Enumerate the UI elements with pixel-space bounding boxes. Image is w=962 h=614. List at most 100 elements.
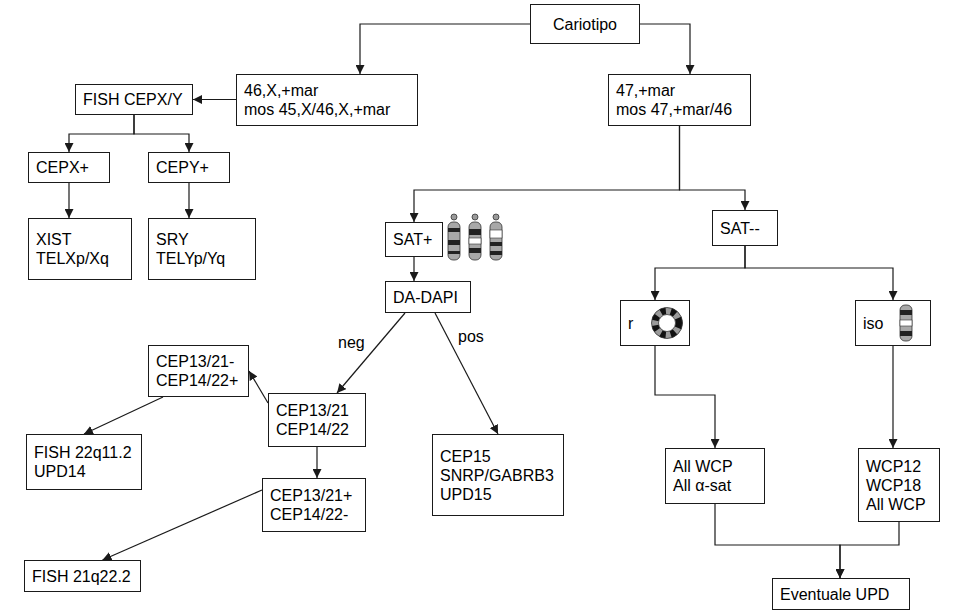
process-box: CEP13/21-CEP14/22+ [148,345,249,397]
box-text: All α-sat [673,476,731,495]
connector-arrow [414,126,680,222]
chromosome-shape [448,222,460,260]
connector-arrow [840,522,899,578]
box-text: mos 45,X/46,X,+mar [244,100,390,119]
box-text: CEP14/22- [270,505,348,524]
box-text: CEPX+ [36,158,89,177]
connector-arrow [337,313,405,393]
connector-arrow [134,115,189,152]
process-box: r [620,300,690,346]
satellite-chromosomes-icon [448,214,502,260]
box-text: r [628,314,633,333]
process-box: CEPY+ [148,152,230,183]
box-text: SNRP/GABRB3 [440,466,554,485]
chromosome-shape [900,305,912,341]
chromosome-band [900,320,912,326]
box-text: CEP13/21- [156,352,234,371]
box-text: TELYp/Yq [156,249,225,268]
process-box: CEP13/21CEP14/22 [268,393,366,447]
process-box: XISTTELXp/Xq [28,218,132,280]
chromosome-band [900,331,912,336]
box-text: SAT+ [393,230,432,249]
satellite [451,214,457,220]
box-text: CEPY+ [156,158,209,177]
ring-band [655,311,679,335]
isochromosome-icon [900,305,912,341]
process-box: 47,+marmos 47,+mar/46 [608,74,751,126]
box-text: WCP18 [866,476,921,495]
box-text: DA-DAPI [393,288,458,307]
process-box: SAT+ [385,222,443,257]
connector-arrow [680,126,746,210]
box-text: CEP14/22+ [156,371,238,390]
connector-arrow [103,490,263,560]
box-text: mos 47,+mar/46 [616,100,732,119]
connector-arrow [655,346,715,448]
process-box: CEPX+ [28,152,110,183]
box-text: CEP14/22 [276,420,349,439]
connector-arrow [892,346,893,448]
edge-label: pos [456,328,486,346]
box-text: Cariotipo [553,15,617,34]
ring-outline [652,308,683,339]
process-box: Eventuale UPD [772,578,910,610]
chromosome-band [448,251,460,254]
connector-arrow [316,447,317,478]
connector-arrow [68,183,69,218]
process-box: DA-DAPI [385,281,471,313]
connector-arrow [193,99,236,100]
box-text: 47,+mar [616,81,675,100]
ring-chromosome-icon [652,308,683,339]
process-box: SAT-- [712,210,778,246]
chromosome-band [469,248,481,253]
satellite [472,214,478,220]
process-box: SRYTELYp/Yq [148,218,256,280]
chromosome-shape [490,222,502,260]
connector-arrow [360,24,530,74]
process-box: WCP12WCP18All WCP [858,448,940,522]
connector-arrow [715,504,840,578]
connector-arrow [69,115,134,152]
box-text: All WCP [673,457,733,476]
chromosome-band [490,230,502,238]
satellite [493,214,499,220]
chromosome-band [448,240,460,245]
connector-arrow [84,397,163,434]
connector-arrow [640,24,690,74]
process-box: FISH 22q11.2UPD14 [26,434,142,490]
box-text: FISH 21q22.2 [32,567,131,586]
process-box: CEP15SNRP/GABRB3UPD15 [432,434,564,516]
process-box: Cariotipo [530,4,640,44]
box-text: TELXp/Xq [36,249,109,268]
box-text: UPD15 [440,485,492,504]
process-box: iso [855,300,931,346]
box-text: iso [863,314,883,333]
chromosome-band [448,228,460,232]
connector-arrow [249,371,268,403]
box-text: FISH 22q11.2 [34,443,132,462]
process-box: FISH CEPX/Y [75,84,193,115]
edge-label: neg [336,334,367,352]
chromosome-band [469,238,481,244]
connector-arrow [435,313,498,434]
chromosome-shape [469,222,481,260]
connector-group [69,24,899,578]
process-box: CEP13/21+CEP14/22- [262,478,366,532]
process-box: All WCPAll α-sat [665,448,765,504]
ring-shape [655,311,679,335]
box-text: WCP12 [866,457,921,476]
box-text: UPD14 [34,462,86,481]
connector-arrow [188,183,189,218]
chromosome-band [900,310,912,315]
connector-arrow [413,257,414,281]
box-text: XIST [36,230,72,249]
box-text: Eventuale UPD [780,585,889,604]
connector-arrow [745,246,893,300]
ring-outline [659,315,676,332]
chromosome-band [469,229,481,235]
box-text: CEP15 [440,447,491,466]
process-box: FISH 21q22.2 [24,560,141,592]
box-text: SAT-- [720,219,760,238]
box-text: CEP13/21 [276,401,349,420]
